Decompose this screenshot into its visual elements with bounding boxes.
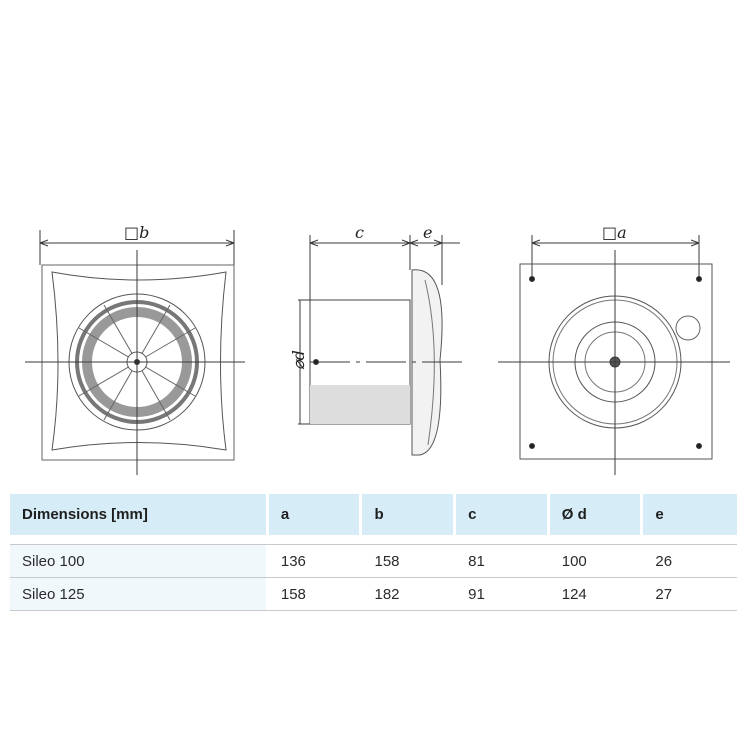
dimension-label-d: ⌀d: [289, 350, 308, 370]
table-row: Sileo 100 136 158 81 100 26: [10, 544, 737, 577]
value-b: 182: [374, 585, 400, 603]
dimension-label-e: e: [423, 223, 432, 242]
table-header-row: Dimensions [mm] a b c Ø d e: [10, 494, 737, 535]
model-name: Sileo 125: [10, 578, 266, 610]
value-c: 91: [468, 585, 485, 603]
header-dimensions: Dimensions [mm]: [10, 494, 266, 535]
model-name: Sileo 100: [10, 545, 266, 577]
value-e: 27: [655, 585, 673, 603]
header-d: Ø d: [549, 494, 641, 535]
header-e: e: [643, 494, 737, 535]
header-b: b: [362, 494, 454, 535]
dimension-label-a: □a: [602, 223, 627, 242]
rear-view-drawing: □a: [498, 223, 730, 475]
table-row: Sileo 125 158 182 91 124 27: [10, 577, 737, 611]
header-c: c: [456, 494, 547, 535]
value-a: 158: [280, 585, 306, 603]
dimension-label-c: c: [355, 223, 364, 242]
side-view-drawing: c e ⌀d: [289, 223, 465, 456]
value-a: 136: [280, 552, 306, 570]
dimensions-table: Dimensions [mm] a b c Ø d e Sileo 100 13…: [10, 494, 737, 611]
value-d: 100: [561, 552, 587, 570]
value-e: 26: [655, 552, 673, 570]
front-view-drawing: □b: [25, 223, 245, 475]
value-d: 124: [561, 585, 587, 603]
dimension-label-b: □b: [124, 223, 149, 242]
value-b: 158: [374, 552, 400, 570]
header-a: a: [268, 494, 360, 535]
value-c: 81: [468, 552, 485, 570]
